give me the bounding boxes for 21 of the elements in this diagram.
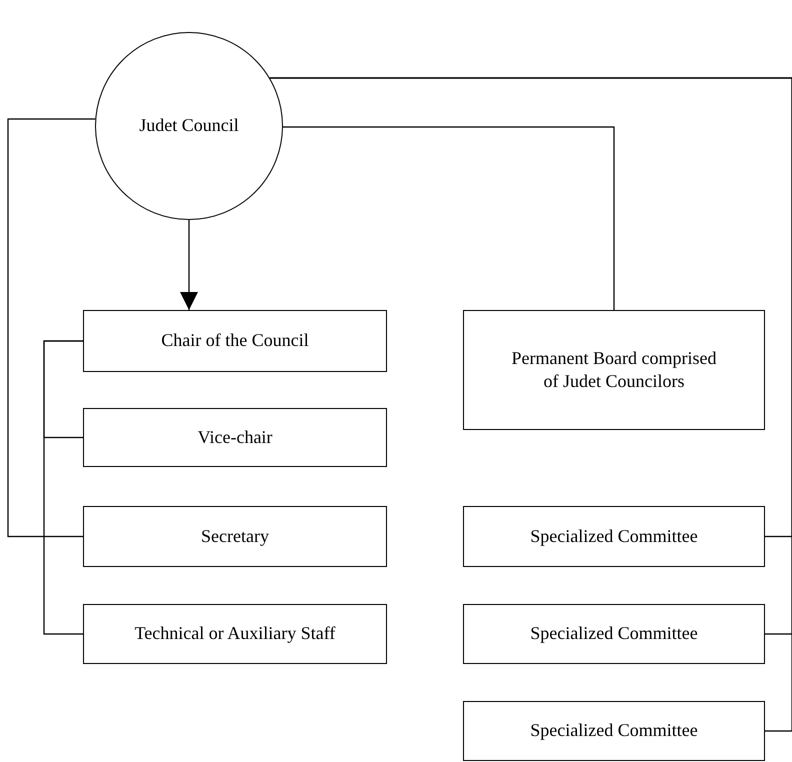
- node-label: Technical or Auxiliary Staff: [134, 622, 336, 646]
- org-box: [83, 506, 387, 567]
- org-box: [83, 604, 387, 664]
- node-label: Vice-chair: [198, 426, 272, 449]
- node-label: Chair of the Council: [161, 329, 309, 352]
- connector-line: [43, 340, 83, 635]
- node-label: Permanent Board comprised of Judet Councilors: [510, 346, 718, 393]
- org-box: [463, 310, 765, 430]
- org-box: [463, 506, 765, 567]
- connector-line: [7, 118, 96, 538]
- node-label: Specialized Committee: [530, 719, 698, 742]
- arrow: [180, 220, 198, 310]
- node-label: Judet Council: [139, 114, 239, 138]
- org-box: [463, 604, 765, 664]
- org-box: [83, 310, 387, 372]
- connector-line: [283, 126, 615, 310]
- node-label: Secretary: [201, 524, 269, 548]
- org-box: [463, 701, 765, 761]
- org-box: [83, 408, 387, 467]
- node-label: Specialized Committee: [530, 524, 698, 548]
- node-label: Specialized Committee: [530, 622, 698, 646]
